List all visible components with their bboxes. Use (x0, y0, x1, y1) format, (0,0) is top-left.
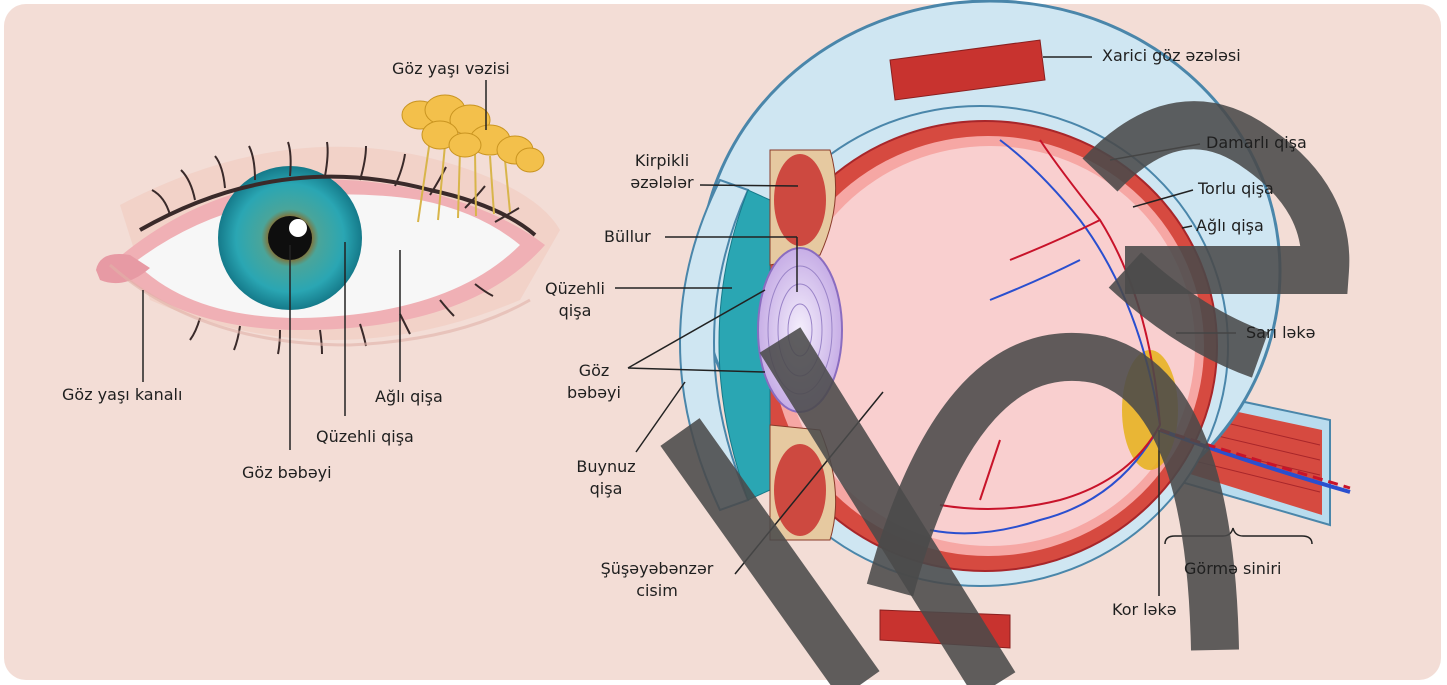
label-iris: Qüzehli qişa (316, 426, 414, 448)
label-ciliary-muscles-line2: əzələlər (622, 172, 702, 194)
label-tear-duct: Göz yaşı kanalı (62, 384, 182, 406)
label-pupil: Göz bəbəyi (242, 462, 332, 484)
label-pupil-section-line1: Göz (564, 360, 624, 382)
label-iris-section: Qüzehli qişa (540, 278, 610, 322)
label-tear-gland: Göz yaşı vəzisi (392, 58, 510, 80)
label-choroid: Damarlı qişa (1206, 132, 1307, 154)
label-lens: Büllur (604, 226, 651, 248)
label-ciliary-muscles-line1: Kirpikli (622, 150, 702, 172)
label-iris-section-line1: Qüzehli (540, 278, 610, 300)
external-eye-drawing (96, 95, 560, 400)
label-sclera-external: Ağlı qişa (375, 386, 443, 408)
label-retina: Torlu qişa (1198, 178, 1274, 200)
label-pupil-section: Göz bəbəyi (564, 360, 624, 404)
label-optic-nerve: Görmə siniri (1184, 558, 1281, 580)
label-pupil-section-line2: bəbəyi (564, 382, 624, 404)
label-external-muscle: Xarici göz əzələsi (1102, 45, 1241, 67)
label-vitreous-line2: cisim (582, 580, 732, 602)
label-vitreous-line1: Şüşəyəbənzər (582, 558, 732, 580)
label-cornea-line2: qişa (566, 478, 646, 500)
label-yellow-spot: Sarı ləkə (1246, 322, 1315, 344)
label-vitreous: Şüşəyəbənzər cisim (582, 558, 732, 602)
label-sclera-section: Ağlı qişa (1196, 215, 1264, 237)
label-iris-section-line2: qişa (540, 300, 610, 322)
label-ciliary-muscles: Kirpikli əzələlər (622, 150, 702, 194)
label-cornea: Buynuz qişa (566, 456, 646, 500)
label-cornea-line1: Buynuz (566, 456, 646, 478)
label-blind-spot: Kor ləkə (1112, 599, 1177, 621)
